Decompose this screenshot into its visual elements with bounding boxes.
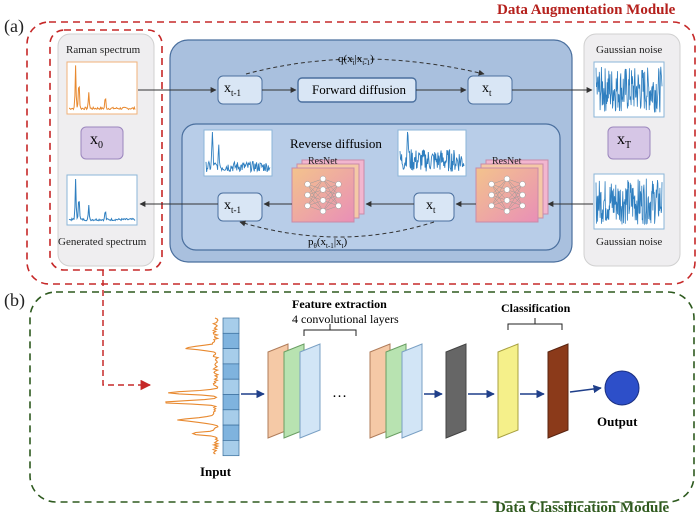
- x-t-minus-1-top-label: xt-1: [224, 81, 241, 98]
- dashed-q-arc: [245, 58, 485, 76]
- arrow-fc-to-output: [569, 384, 602, 394]
- x-t-minus-1-bottom-label: xt-1: [224, 198, 241, 215]
- generated-spectrum-plot: [66, 174, 138, 226]
- fc-layer-brown: [547, 343, 569, 439]
- feature-extraction-subtitle: 4 convolutional layers: [292, 312, 399, 326]
- augmentation-module-title: Data Augmentation Module: [497, 2, 676, 18]
- left-spectrum-highlight: [49, 29, 163, 271]
- flatten-layer: [445, 343, 467, 439]
- input-signal-plot: [165, 317, 220, 455]
- ellipsis: …: [332, 385, 347, 401]
- generated-spectrum-label: Generated spectrum: [58, 236, 147, 248]
- resnet-right-label: ResNet: [492, 156, 522, 167]
- xT-box: [607, 126, 651, 160]
- red-connector-arrow: [102, 270, 152, 391]
- gaussian-noise-top-plot: [593, 61, 665, 118]
- panel-a-label: (a): [4, 16, 24, 36]
- classification-title: Classification: [501, 301, 571, 315]
- gaussian-noise-bottom-label: Gaussian noise: [596, 236, 663, 248]
- reverse-spectrum-left-plot: [203, 129, 273, 177]
- classification-module-frame: [29, 291, 695, 503]
- panel-b-label: (b): [4, 290, 25, 310]
- resnet-left-label: ResNet: [308, 156, 338, 167]
- q-transition-label: q(xt|xt-1): [338, 53, 374, 68]
- dashed-p-arc: [239, 220, 435, 238]
- reverse-spectrum-right-plot: [397, 129, 467, 177]
- x0-label: x0: [90, 131, 103, 152]
- feature-bracket: [303, 324, 357, 336]
- reverse-diffusion-label: Reverse diffusion: [290, 136, 382, 151]
- resnet-block-right: [475, 159, 549, 223]
- input-vector: [222, 317, 240, 457]
- forward-diffusion-label: Forward diffusion: [312, 82, 407, 97]
- gaussian-noise-top-label: Gaussian noise: [596, 44, 663, 56]
- gaussian-noise-bottom-plot: [593, 173, 665, 230]
- feature-extraction-title: Feature extraction: [292, 297, 387, 311]
- conv-layer-group-2: [369, 343, 423, 439]
- raman-spectrum-label: Raman spectrum: [66, 44, 141, 56]
- fc-layer-yellow: [497, 343, 519, 439]
- classification-bracket: [507, 318, 563, 330]
- output-label: Output: [597, 414, 638, 429]
- x-t-top-label: xt: [482, 81, 492, 98]
- x0-box: [80, 126, 124, 160]
- xT-label: xT: [617, 131, 632, 152]
- p-transition-label: pθ(xt-1|xt): [308, 236, 348, 251]
- conv-layer-group-1: [267, 343, 321, 439]
- augmentation-module-frame: [26, 21, 696, 285]
- x-t-bottom-label: xt: [426, 198, 436, 215]
- input-label: Input: [200, 464, 232, 479]
- resnet-block-left: [291, 159, 365, 223]
- raman-spectrum-plot: [66, 61, 138, 115]
- node-x-t-bottom: [413, 192, 455, 222]
- classification-module-title: Data Classification Module: [495, 500, 670, 516]
- output-node: [604, 370, 640, 406]
